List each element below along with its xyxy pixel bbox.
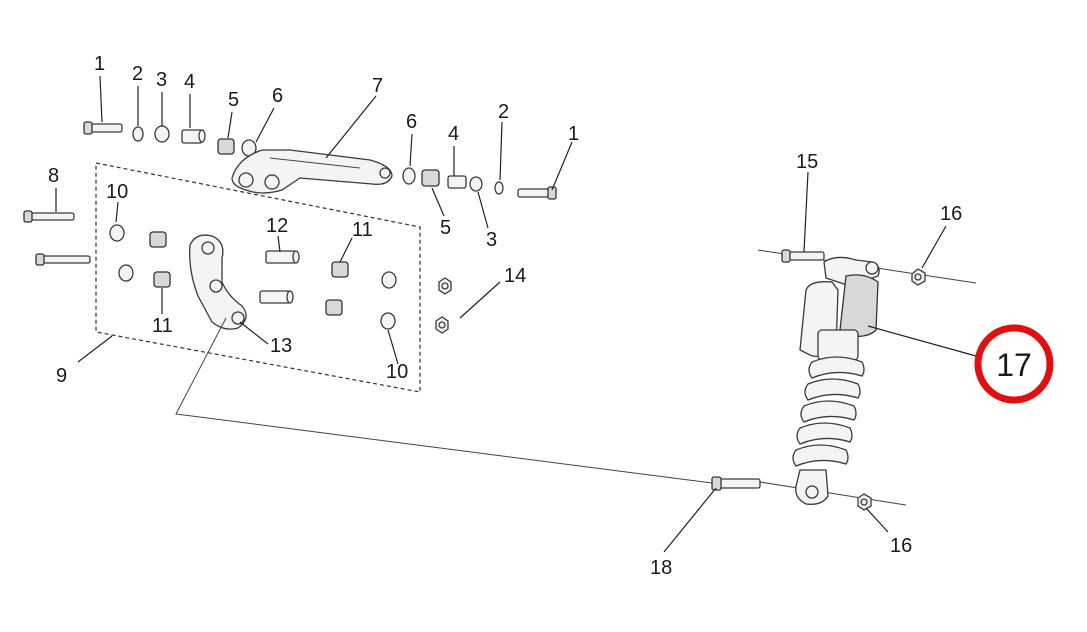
bolt-15 — [785, 251, 825, 261]
callout-11-upper: 11 — [352, 219, 373, 241]
callout-8: 8 — [48, 165, 59, 187]
bolt-8-lower — [35, 253, 91, 266]
callout-12: 12 — [266, 215, 288, 237]
callout-5-left: 5 — [228, 89, 239, 111]
sleeve-12-upper — [265, 250, 300, 264]
callout-10-lower: 10 — [386, 361, 408, 383]
callout-14: 14 — [504, 265, 526, 287]
callout-6-left: 6 — [272, 85, 283, 107]
callout-16-upper: 16 — [940, 203, 962, 225]
washer-10-right-lower — [380, 312, 396, 330]
callout-13: 13 — [270, 335, 292, 357]
callout-15: 15 — [796, 151, 818, 173]
callout-6-right: 6 — [406, 111, 417, 133]
callout-4-left: 4 — [184, 71, 195, 93]
assembly-path-line — [175, 317, 713, 484]
rocker-arm-7 — [231, 149, 393, 194]
washer-3-left — [154, 125, 170, 143]
callout-9: 9 — [56, 365, 67, 387]
highlight-ring — [974, 324, 1054, 404]
washer-10-mid — [118, 264, 134, 282]
callout-2-left: 2 — [132, 63, 143, 85]
nut-16-lower — [857, 493, 872, 511]
washer-6-right — [402, 167, 416, 185]
bolt-18 — [711, 476, 761, 491]
callout-16-lower: 16 — [890, 535, 912, 557]
bracket-plate-outline — [95, 162, 421, 393]
link-plate-13 — [189, 234, 247, 330]
bushing-11-upper-left — [149, 231, 167, 248]
callout-18: 18 — [650, 557, 672, 579]
callout-1-left: 1 — [94, 53, 105, 75]
callout-17: 17 — [996, 347, 1032, 383]
sleeve-12-lower — [259, 290, 294, 304]
callout-1-right: 1 — [568, 123, 579, 145]
callout-11-lower: 11 — [152, 315, 173, 337]
nut-14-upper — [438, 277, 452, 295]
bolt-1-left — [83, 121, 123, 135]
shock-absorber-17 — [757, 249, 977, 506]
leader-lines — [55, 75, 977, 553]
callout-3-right: 3 — [486, 229, 497, 251]
callout-3-left: 3 — [156, 69, 167, 91]
callout-4-right: 4 — [448, 123, 459, 145]
nut-16-upper — [911, 268, 926, 286]
bushing-11-lower-right — [325, 299, 343, 316]
bolt-1-right — [517, 186, 557, 200]
nut-14-lower — [435, 316, 449, 334]
callout-10-upper: 10 — [106, 181, 128, 203]
bushing-11-upper-right — [331, 261, 349, 278]
washer-2-right — [494, 181, 504, 195]
callout-5-right: 5 — [440, 217, 451, 239]
washer-3-right — [469, 176, 483, 192]
sleeve-4-left — [181, 129, 206, 144]
bolt-8-upper — [23, 210, 75, 223]
washer-2-left — [132, 126, 144, 142]
bushing-5-right — [421, 169, 440, 187]
washer-10-right-upper — [381, 271, 397, 289]
bushing-11-lower-left — [153, 271, 171, 288]
sleeve-4-right — [447, 175, 467, 189]
bushing-5-left — [217, 138, 235, 155]
callout-7: 7 — [372, 75, 383, 97]
callout-2-right: 2 — [498, 101, 509, 123]
washer-10-upper — [109, 224, 125, 242]
